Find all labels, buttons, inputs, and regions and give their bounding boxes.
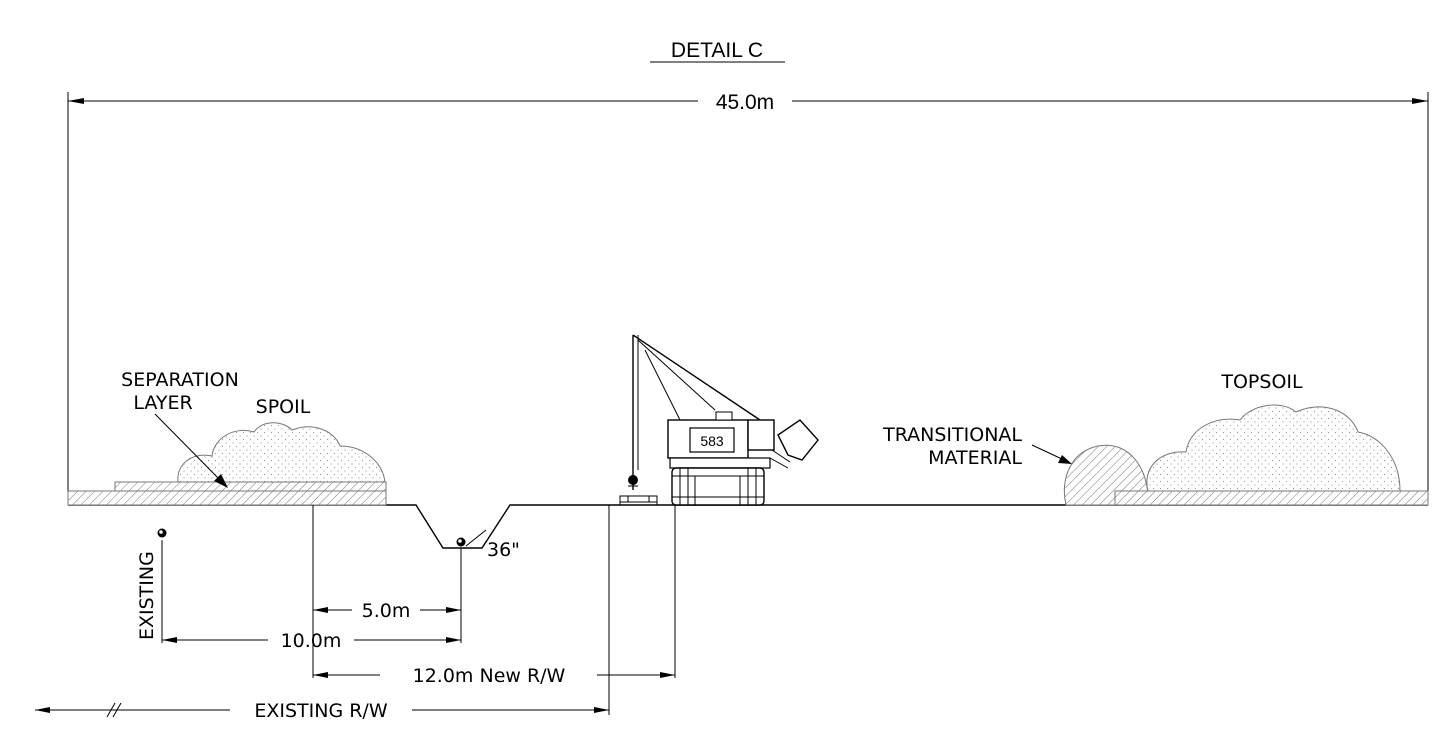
spoil-label: SPOIL — [256, 396, 311, 418]
separation-layer — [67, 490, 387, 506]
separation-label-line1: SEPARATION — [121, 369, 239, 391]
pipe-size-label: 36" — [487, 539, 520, 561]
new-row-label: 12.0m New R/W — [413, 665, 566, 687]
topsoil-label: TOPSOIL — [1220, 371, 1303, 393]
topsoil-pile — [1146, 404, 1401, 492]
break-mark — [106, 702, 116, 718]
trench-offset-dimension: 5.0m — [313, 600, 461, 622]
transitional-material-pile — [1063, 444, 1149, 506]
ground-line — [68, 504, 1428, 549]
trench-offset-label: 5.0m — [362, 600, 411, 622]
topsoil-base-strip — [1114, 490, 1429, 506]
transitional-label-line1: TRANSITIONAL — [882, 424, 1022, 446]
transitional-label-line2: MATERIAL — [928, 447, 1022, 469]
sideboom-machine: 583 — [628, 334, 819, 506]
separation-layer-top — [114, 481, 387, 492]
existing-row-label: EXISTING R/W — [254, 700, 387, 722]
existing-pipe-highlight — [159, 530, 163, 534]
separation-leader-arrow — [214, 474, 228, 488]
pipe-skids — [619, 495, 658, 505]
separation-label-line2: LAYER — [133, 392, 192, 414]
existing-offset-dimension: 10.0m — [162, 630, 461, 652]
spoil-pile — [177, 422, 386, 483]
new-row-dimension: 12.0m New R/W — [312, 613, 675, 687]
new-pipe-highlight — [458, 539, 462, 543]
overall-width-dimension: 45.0m — [67, 91, 1429, 505]
separation-leader — [154, 413, 223, 483]
equipment-number-label: 583 — [700, 433, 724, 449]
transitional-leader — [1031, 444, 1065, 461]
pipe-size-leader — [465, 529, 487, 547]
existing-row-dimension: EXISTING R/W — [35, 700, 609, 722]
overall-width-label: 45.0m — [716, 91, 774, 114]
existing-offset-label: 10.0m — [281, 630, 342, 652]
existing-pipe-label: EXISTING — [136, 551, 158, 640]
detail-title: DETAIL C — [671, 39, 763, 62]
transitional-leader-arrow — [1058, 455, 1072, 464]
